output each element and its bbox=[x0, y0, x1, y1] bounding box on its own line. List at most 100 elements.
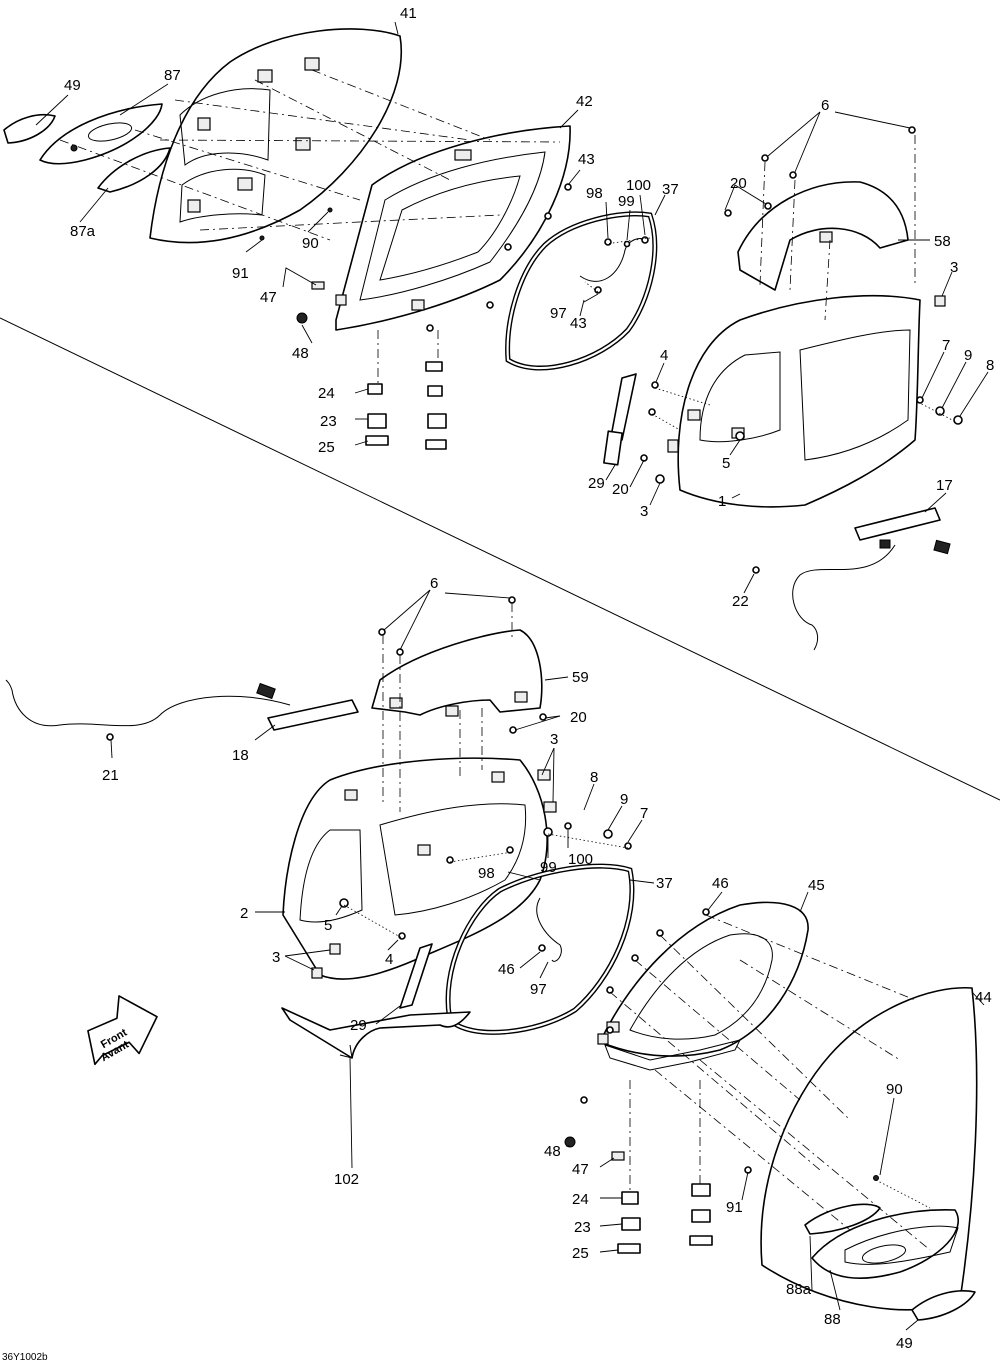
callout-99b: 99 bbox=[540, 859, 557, 876]
part-87a-emblem-base bbox=[97, 147, 171, 193]
callout-21: 21 bbox=[102, 767, 119, 784]
callout-23: 23 bbox=[320, 413, 337, 430]
part-88a-emblem-base bbox=[804, 1203, 881, 1235]
callout-6: 6 bbox=[821, 97, 829, 114]
callout-88a: 88a bbox=[786, 1281, 812, 1298]
callout-98b: 98 bbox=[478, 865, 495, 882]
callout-5b: 5 bbox=[324, 917, 332, 934]
callout-2: 2 bbox=[240, 905, 248, 922]
cable-18 bbox=[5, 679, 291, 727]
callout-37: 37 bbox=[662, 181, 679, 198]
callout-18: 18 bbox=[232, 747, 249, 764]
callout-44: 44 bbox=[975, 989, 992, 1006]
part-48-nut-lower bbox=[564, 1136, 576, 1148]
screw-hardware-lower bbox=[339, 596, 752, 1174]
callout-4b: 4 bbox=[385, 951, 393, 968]
part-58-hinge-cover bbox=[737, 181, 909, 291]
callout-3d: 3 bbox=[272, 949, 280, 966]
callout-46b: 46 bbox=[712, 875, 729, 892]
callout-24: 24 bbox=[318, 385, 335, 402]
callout-91: 91 bbox=[232, 265, 249, 282]
callout-8b: 8 bbox=[590, 769, 598, 786]
part-97-wire bbox=[579, 237, 646, 282]
callout-48: 48 bbox=[292, 345, 309, 362]
callout-45: 45 bbox=[808, 877, 825, 894]
callout-41: 41 bbox=[400, 5, 417, 22]
callout-90b: 90 bbox=[886, 1081, 903, 1098]
callout-29: 29 bbox=[588, 475, 605, 492]
part-45-inner-frame bbox=[599, 901, 809, 1057]
callout-47b: 47 bbox=[572, 1161, 589, 1178]
callout-43: 43 bbox=[578, 151, 595, 168]
callout-20: 20 bbox=[730, 175, 747, 192]
callout-49b: 49 bbox=[896, 1335, 913, 1352]
callout-1: 1 bbox=[718, 493, 726, 510]
hinge-hardware-lower bbox=[617, 1183, 713, 1254]
part-42-inner-frame bbox=[335, 125, 571, 331]
upper-assembly bbox=[3, 21, 989, 741]
front-direction-arrow: Front Avant bbox=[87, 995, 158, 1066]
callout-3: 3 bbox=[950, 259, 958, 276]
callout-24b: 24 bbox=[572, 1191, 589, 1208]
callout-97: 97 bbox=[550, 305, 567, 322]
callout-102: 102 bbox=[334, 1171, 359, 1188]
callout-7b: 7 bbox=[640, 805, 648, 822]
callout-23b: 23 bbox=[574, 1219, 591, 1236]
callout-97b: 97 bbox=[530, 981, 547, 998]
callout-59: 59 bbox=[572, 669, 589, 686]
callout-25b: 25 bbox=[572, 1245, 589, 1262]
callout-3b: 3 bbox=[640, 503, 648, 520]
part-48-nut bbox=[296, 312, 308, 324]
part-49-emblem-gasket bbox=[3, 114, 56, 144]
part-47-bolt bbox=[311, 281, 325, 290]
callout-100: 100 bbox=[626, 177, 651, 194]
part-47-bolt-lower bbox=[611, 1151, 625, 1161]
callout-49: 49 bbox=[64, 77, 81, 94]
callout-9b: 9 bbox=[620, 791, 628, 808]
section-divider-line bbox=[0, 317, 1000, 801]
callout-8: 8 bbox=[986, 357, 994, 374]
part-2-saddlebag-body bbox=[282, 757, 548, 980]
part-59-hinge-cover bbox=[371, 629, 543, 716]
callout-46: 46 bbox=[498, 961, 515, 978]
callout-17: 17 bbox=[936, 477, 953, 494]
part-1-saddlebag-body bbox=[677, 294, 921, 508]
callout-90: 90 bbox=[302, 235, 319, 252]
callout-91b: 91 bbox=[726, 1199, 743, 1216]
part-102-floor-liner bbox=[281, 1007, 471, 1059]
part-87-emblem bbox=[39, 103, 163, 165]
callout-99: 99 bbox=[618, 193, 635, 210]
leaders-upper bbox=[35, 21, 989, 594]
callout-20c: 20 bbox=[570, 709, 587, 726]
screw-hardware-upper bbox=[106, 126, 963, 741]
cable-17 bbox=[792, 544, 896, 651]
callout-labels: 41 49 87 87a 90 91 47 48 42 43 98 100 99… bbox=[64, 5, 994, 1352]
callout-6b: 6 bbox=[430, 575, 438, 592]
drawing-code: 36Y1002b bbox=[2, 1352, 48, 1363]
callout-22: 22 bbox=[732, 593, 749, 610]
callout-98: 98 bbox=[586, 185, 603, 202]
callout-20b: 20 bbox=[612, 481, 629, 498]
part-49-emblem-gasket-lower bbox=[911, 1290, 976, 1321]
lower-assembly: Front Avant bbox=[5, 589, 985, 1331]
callout-42: 42 bbox=[576, 93, 593, 110]
callout-87: 87 bbox=[164, 67, 181, 84]
callout-48b: 48 bbox=[544, 1143, 561, 1160]
callout-9: 9 bbox=[964, 347, 972, 364]
callout-47: 47 bbox=[260, 289, 277, 306]
callout-87a: 87a bbox=[70, 223, 96, 240]
callout-25: 25 bbox=[318, 439, 335, 456]
part-17-latch-assembly bbox=[854, 507, 941, 541]
callout-88: 88 bbox=[824, 1311, 841, 1328]
part-41-outer-lid-cover bbox=[149, 28, 403, 244]
part-18-latch-assembly bbox=[267, 699, 359, 731]
part-97-wire-lower bbox=[536, 897, 562, 962]
callout-58: 58 bbox=[934, 233, 951, 250]
callout-29b: 29 bbox=[350, 1017, 367, 1034]
assembly-lines-upper bbox=[59, 69, 957, 431]
part-29-gas-strut-lower bbox=[399, 943, 433, 1009]
assembly-lines-lower bbox=[343, 603, 931, 1251]
callout-4: 4 bbox=[660, 347, 668, 364]
callout-37b: 37 bbox=[656, 875, 673, 892]
